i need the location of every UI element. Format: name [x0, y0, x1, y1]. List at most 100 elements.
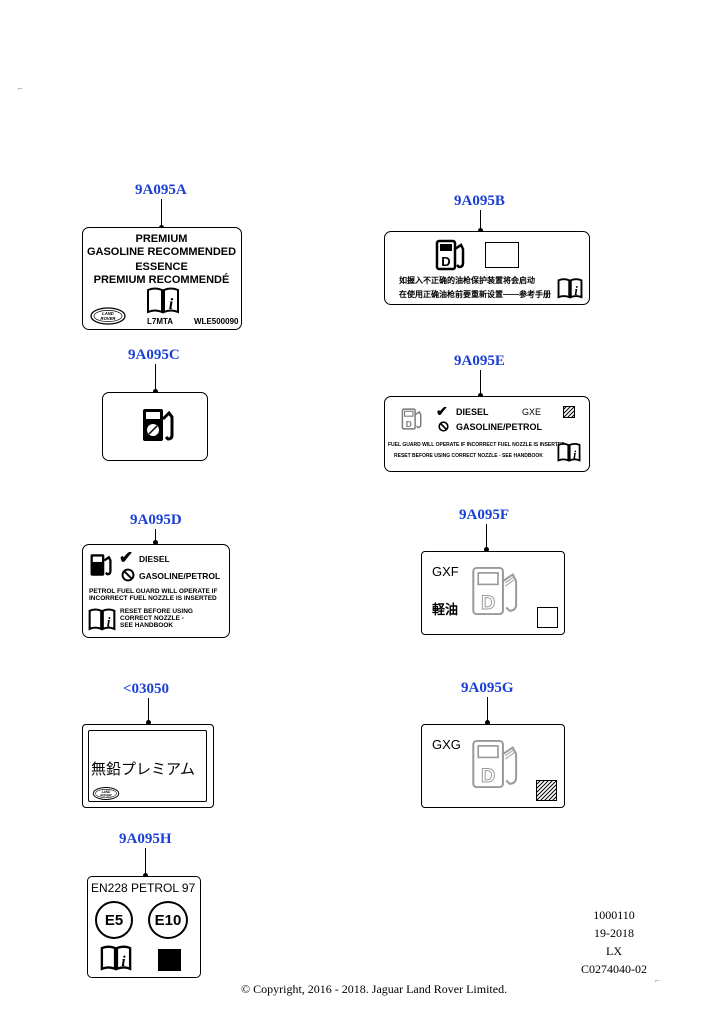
- inner-border: [88, 730, 207, 802]
- color-swatch: [537, 607, 558, 628]
- leader-line: [486, 524, 487, 550]
- label-text-japanese: 無鉛プレミアム: [91, 761, 195, 778]
- hatched-swatch: [563, 406, 575, 418]
- callout-03050: <03050: [123, 681, 170, 697]
- label-title: EN228 PETROL 97: [91, 881, 196, 895]
- check-icon: ✔: [436, 403, 448, 419]
- svg-text:ROVER: ROVER: [100, 794, 112, 798]
- callout-9a095a: 9A095A: [135, 182, 187, 198]
- hatched-swatch: [536, 780, 557, 801]
- fuel-pump-outline-icon: D: [401, 408, 422, 430]
- svg-text:D: D: [481, 592, 495, 614]
- corner-mark: ⌐: [655, 976, 660, 985]
- fuel-pump-outline-icon: D: [472, 566, 518, 616]
- label-text: PREMIUM RECOMMENDÉ: [93, 274, 230, 286]
- label-9a095f: GXF 軽油 D: [421, 551, 565, 635]
- label-text: ESSENCE: [135, 261, 188, 273]
- reference-block: 1000110 19-2018 LX C0274040-02: [576, 906, 652, 978]
- label-text: SEE HANDBOOK: [120, 622, 174, 629]
- handbook-icon: i: [557, 443, 581, 462]
- callout-9a095c: 9A095C: [128, 347, 180, 363]
- leader-line: [480, 370, 481, 396]
- svg-text:i: i: [169, 296, 174, 313]
- label-warning: PETROL FUEL GUARD WILL OPERATE IF: [89, 588, 218, 595]
- handbook-icon: i: [147, 287, 179, 314]
- leader-line: [155, 529, 156, 544]
- leader-dot: [478, 393, 483, 398]
- reference-line: C0274040-02: [581, 962, 647, 976]
- e5-label: E5: [104, 911, 124, 929]
- leader-dot: [146, 720, 151, 725]
- e5-badge: E5: [95, 901, 133, 939]
- leader-dot: [153, 389, 158, 394]
- land-rover-logo: LAND ROVER: [90, 307, 126, 325]
- color-swatch: [485, 242, 519, 268]
- svg-text:LAND: LAND: [102, 790, 111, 794]
- label-text: GASOLINE/PETROL: [456, 422, 543, 432]
- handbook-icon: i: [88, 608, 116, 631]
- label-text: DIESEL: [456, 407, 489, 417]
- copyright-footer: © Copyright, 2016 - 2018. Jaguar Land Ro…: [241, 982, 508, 996]
- prohibited-icon: [438, 421, 449, 432]
- label-text-kanji: 軽油: [432, 602, 459, 617]
- callout-9a095h: 9A095H: [119, 831, 172, 847]
- label-code: WLE500090: [194, 317, 239, 326]
- reference-line: LX: [606, 944, 622, 958]
- label-warning: FUEL GUARD WILL OPERATE IF INCORRECT FUE…: [388, 442, 565, 448]
- leader-line: [145, 848, 146, 876]
- leader-line: [148, 698, 149, 724]
- reference-line: 19-2018: [594, 926, 634, 940]
- label-code: GXF: [432, 564, 459, 579]
- leader-line: [155, 364, 156, 392]
- e10-label: E10: [154, 911, 182, 929]
- leader-line: [487, 697, 488, 724]
- label-9a095d: ✔ DIESEL GASOLINE/PETROL PETROL FUEL GUA…: [82, 544, 230, 638]
- label-code: GXG: [432, 737, 461, 752]
- leader-line: [161, 199, 162, 229]
- label-9a095h: EN228 PETROL 97 E5 E10 i: [87, 876, 201, 978]
- callout-9a095e: 9A095E: [454, 353, 505, 369]
- leader-dot: [485, 720, 490, 725]
- label-9a095g: GXG D: [421, 724, 565, 808]
- check-icon: ✔: [119, 548, 134, 567]
- reference-line: 1000110: [593, 908, 635, 922]
- label-warning: INCORRECT FUEL NOZZLE IS INSERTED: [89, 595, 217, 602]
- label-text: RESET BEFORE USING: [120, 608, 193, 615]
- svg-text:LAND: LAND: [102, 311, 114, 316]
- label-text-chinese: 如握入不正确的油枪保护装置将会启动: [399, 276, 535, 285]
- label-code: GXE: [522, 407, 542, 417]
- label-9a095a: PREMIUM GASOLINE RECOMMENDED ESSENCE PRE…: [82, 227, 242, 330]
- svg-text:i: i: [573, 449, 577, 461]
- e10-badge: E10: [148, 901, 188, 939]
- label-text: GASOLINE RECOMMENDED: [86, 246, 237, 258]
- leader-dot: [143, 873, 148, 878]
- label-code: L7MTA: [147, 317, 174, 326]
- svg-text:i: i: [574, 284, 578, 298]
- leader-dot: [478, 228, 483, 233]
- label-9a095c: [102, 392, 208, 461]
- handbook-icon: i: [557, 278, 583, 299]
- callout-9a095f: 9A095F: [459, 507, 509, 523]
- black-square: [158, 949, 181, 971]
- leader-line: [480, 210, 481, 232]
- label-9a095b: D 如握入不正确的油枪保护装置将会启动 在使用正确油枪前要重新设置——参考手册 …: [384, 231, 590, 305]
- label-text: GASOLINE/PETROL: [139, 571, 221, 581]
- leader-dot: [484, 547, 489, 552]
- fuel-pump-diesel-icon: D: [435, 239, 465, 271]
- handbook-icon: i: [100, 945, 132, 971]
- label-03050: 無鉛プレミアム LAND ROVER: [82, 724, 214, 808]
- svg-text:D: D: [406, 419, 412, 429]
- fuel-pump-icon: [143, 409, 174, 441]
- svg-text:i: i: [121, 954, 126, 970]
- label-warning: RESET BEFORE USING CORRECT NOZZLE - SEE …: [394, 453, 543, 459]
- svg-text:D: D: [441, 254, 450, 269]
- callout-9a095d: 9A095D: [130, 512, 182, 528]
- land-rover-logo: LAND ROVER: [92, 787, 120, 800]
- svg-text:D: D: [481, 765, 495, 787]
- prohibited-icon: [121, 568, 135, 582]
- label-text: DIESEL: [139, 554, 170, 564]
- label-text-chinese: 在使用正确油枪前要重新设置——参考手册: [399, 290, 551, 299]
- callout-9a095b: 9A095B: [454, 193, 505, 209]
- svg-text:i: i: [107, 614, 111, 629]
- label-text: PREMIUM: [135, 233, 188, 245]
